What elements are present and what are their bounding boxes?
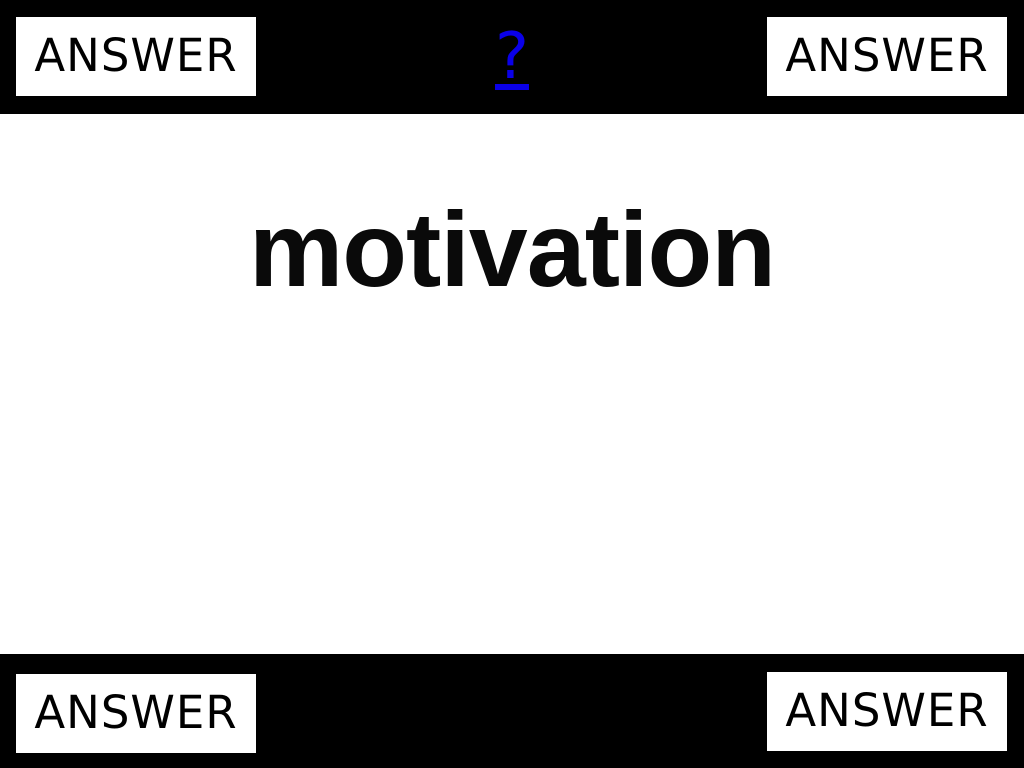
answer-button-top-right[interactable]: ANSWER <box>767 17 1007 96</box>
answer-button-bottom-right[interactable]: ANSWER <box>767 672 1007 751</box>
answer-button-bottom-left[interactable]: ANSWER <box>16 674 256 753</box>
answer-button-top-left[interactable]: ANSWER <box>16 17 256 96</box>
help-link[interactable]: ? <box>495 20 529 94</box>
vocabulary-word: motivation <box>249 191 776 309</box>
